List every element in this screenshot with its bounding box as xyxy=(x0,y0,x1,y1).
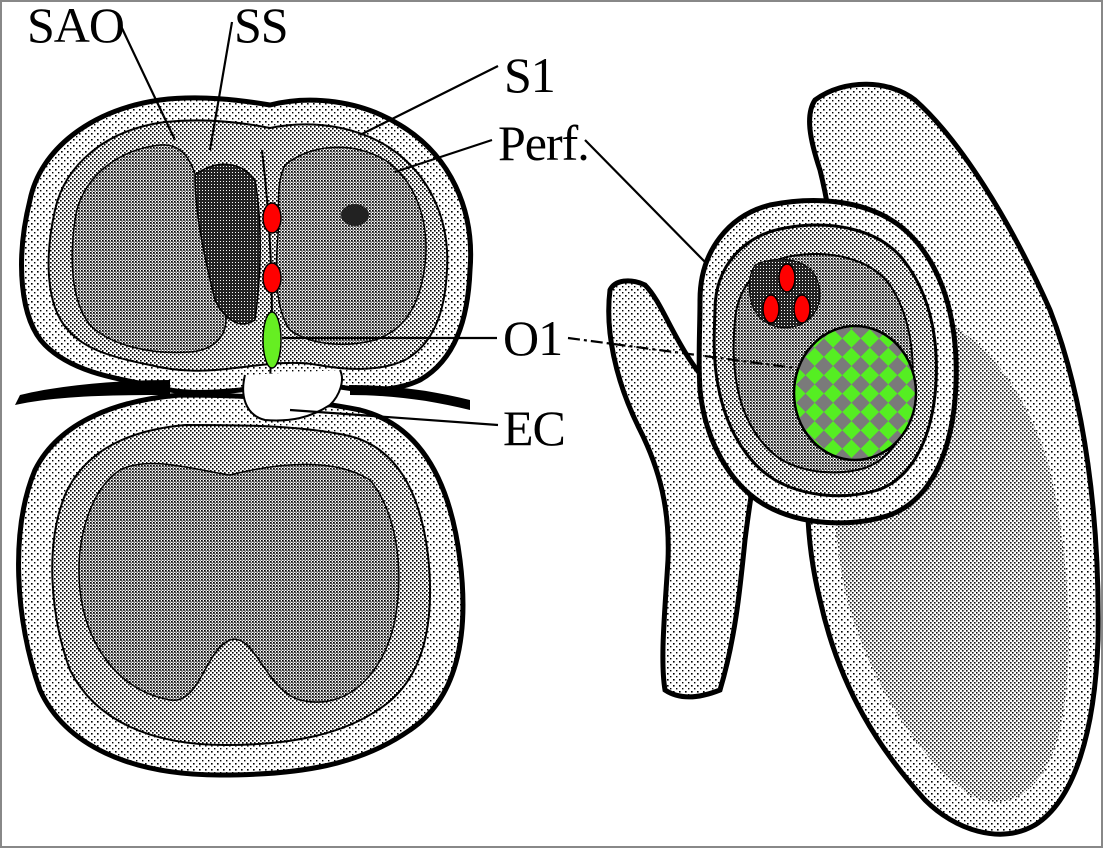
right-embryo-view xyxy=(609,84,1098,834)
label-ss: SS xyxy=(234,0,288,53)
red-marker-upper xyxy=(263,203,281,233)
left-cavity-dot xyxy=(341,204,369,226)
red-marker-lower xyxy=(263,263,281,293)
red-marker-top xyxy=(779,264,795,292)
leader-perf-right xyxy=(585,140,705,262)
red-marker-right xyxy=(794,295,810,323)
green-marker-left xyxy=(263,312,281,368)
label-perf: Perf. xyxy=(498,115,589,171)
red-marker-left xyxy=(763,295,779,323)
left-upper-right-lobe xyxy=(276,147,426,344)
label-o1: O1 xyxy=(503,310,562,366)
checkered-yolk-sac xyxy=(794,326,916,460)
label-ec: EC xyxy=(503,400,565,456)
left-embryo-section xyxy=(15,98,471,775)
leader-s1 xyxy=(360,66,498,135)
label-s1: S1 xyxy=(504,47,555,103)
label-sao: SAO xyxy=(27,0,124,53)
